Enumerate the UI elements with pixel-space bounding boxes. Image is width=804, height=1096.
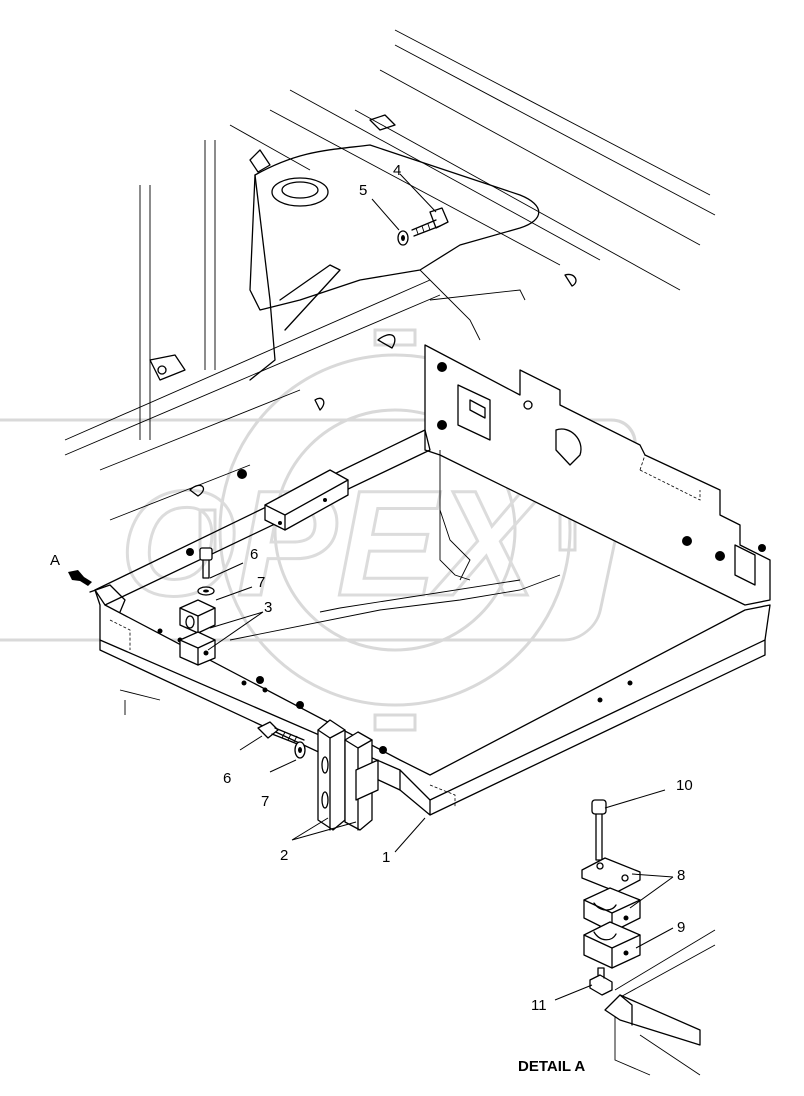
washer-top	[397, 230, 409, 246]
detail-a-view	[581, 799, 716, 1076]
callout-9: 9	[677, 919, 685, 936]
callout-7-lower: 7	[261, 793, 269, 810]
detail-clamp-plate	[581, 857, 641, 893]
clamp-block-upper	[179, 599, 216, 634]
callout-labels: 4 5 6 7 3 6 7 2 1 10 8 9 11	[223, 162, 693, 1014]
detail-bolt	[591, 799, 607, 861]
callout-5: 5	[359, 182, 367, 199]
bolt-lower	[257, 721, 305, 746]
cab-frame-background	[64, 29, 716, 715]
callout-10: 10	[676, 777, 693, 794]
callout-1: 1	[382, 849, 390, 866]
callout-11: 11	[531, 997, 547, 1014]
callout-8: 8	[677, 867, 685, 884]
callout-7-upper: 7	[257, 574, 265, 591]
leader-lines	[207, 173, 674, 1001]
callout-3: 3	[264, 599, 272, 616]
view-arrow-a: A	[50, 552, 92, 586]
callout-6-lower: 6	[223, 770, 231, 787]
clamp-block-lower	[179, 631, 216, 666]
detail-a-title: DETAIL A	[518, 1058, 585, 1075]
detail-nut	[589, 967, 613, 996]
callout-2: 2	[280, 847, 288, 864]
bolt-top	[411, 207, 449, 237]
detail-clamp-lower	[583, 921, 641, 969]
view-marker-label: A	[50, 552, 60, 569]
washer-lower	[294, 741, 306, 759]
battery-tray	[89, 344, 771, 816]
bolt-upper	[199, 547, 213, 579]
callout-6-upper: 6	[250, 546, 258, 563]
washer-upper	[197, 586, 215, 596]
clamp-plate-pair	[317, 719, 379, 831]
callout-4: 4	[393, 162, 401, 179]
